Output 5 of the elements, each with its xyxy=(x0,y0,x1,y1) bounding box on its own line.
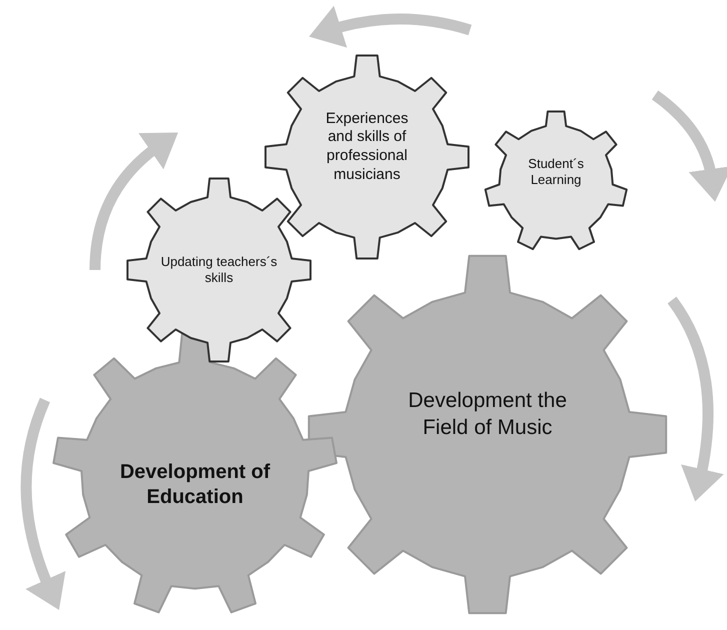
gear-label: Student´s Learning xyxy=(527,156,585,188)
gear-label: Development of Education xyxy=(118,460,272,510)
gear-label: Experiences and skills of professional musicians xyxy=(324,110,410,184)
gear-label: Development the Field of Music xyxy=(407,388,568,440)
gear-label: Updating teachers´s skills xyxy=(160,254,278,286)
